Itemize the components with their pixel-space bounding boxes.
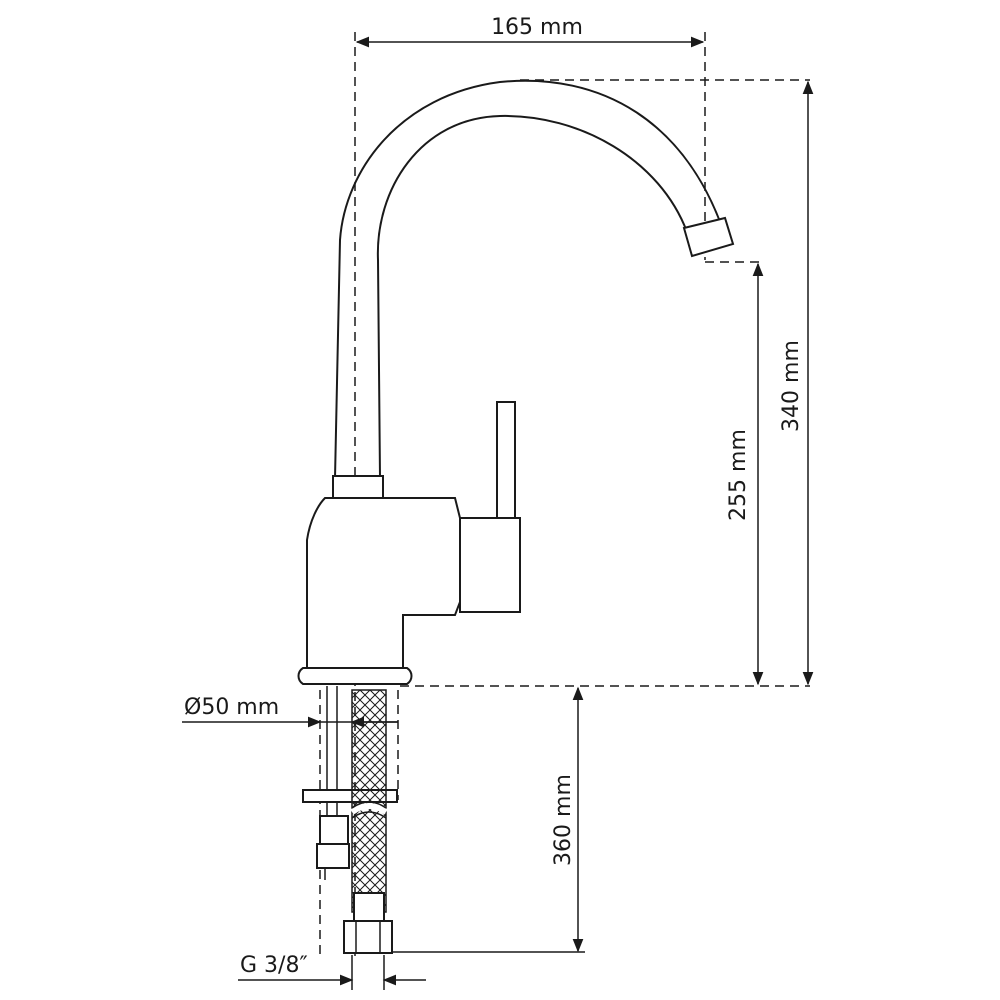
base-diameter-label: Ø50 mm (184, 695, 279, 720)
mounting-nut-lower (316, 843, 350, 869)
dimension-spout-height: 255 mm (726, 262, 764, 686)
total-height-label: 340 mm (779, 340, 804, 432)
faucet-spout (334, 79, 735, 479)
mounting-nut (319, 815, 349, 845)
spout-height-label: 255 mm (726, 429, 751, 521)
hose-ferrule (353, 892, 385, 922)
hose-break-mask (350, 803, 388, 815)
thread-label: G 3/8″ (240, 953, 308, 978)
base-plate (297, 667, 413, 685)
body-housing (306, 497, 461, 669)
dimension-total-height: 340 mm (779, 80, 814, 686)
supply-hose (343, 689, 393, 954)
lever-handle (496, 401, 516, 519)
dimension-hose-length: 360 mm (392, 686, 585, 953)
hose-length-label: 360 mm (551, 774, 576, 866)
faucet-body (297, 401, 521, 685)
dimension-base-diameter: Ø50 mm (182, 695, 398, 728)
hose-break-symbol (351, 801, 387, 819)
dimension-width: 165 mm (355, 15, 705, 48)
hose-nut (343, 920, 393, 954)
mounting-assembly (302, 686, 398, 880)
dimension-thread: G 3/8″ (238, 953, 426, 990)
lever-hub (459, 517, 521, 613)
body-collar (332, 475, 384, 499)
braided-hose (351, 689, 387, 913)
width-label: 165 mm (491, 15, 583, 40)
spout-aerator (682, 216, 735, 258)
